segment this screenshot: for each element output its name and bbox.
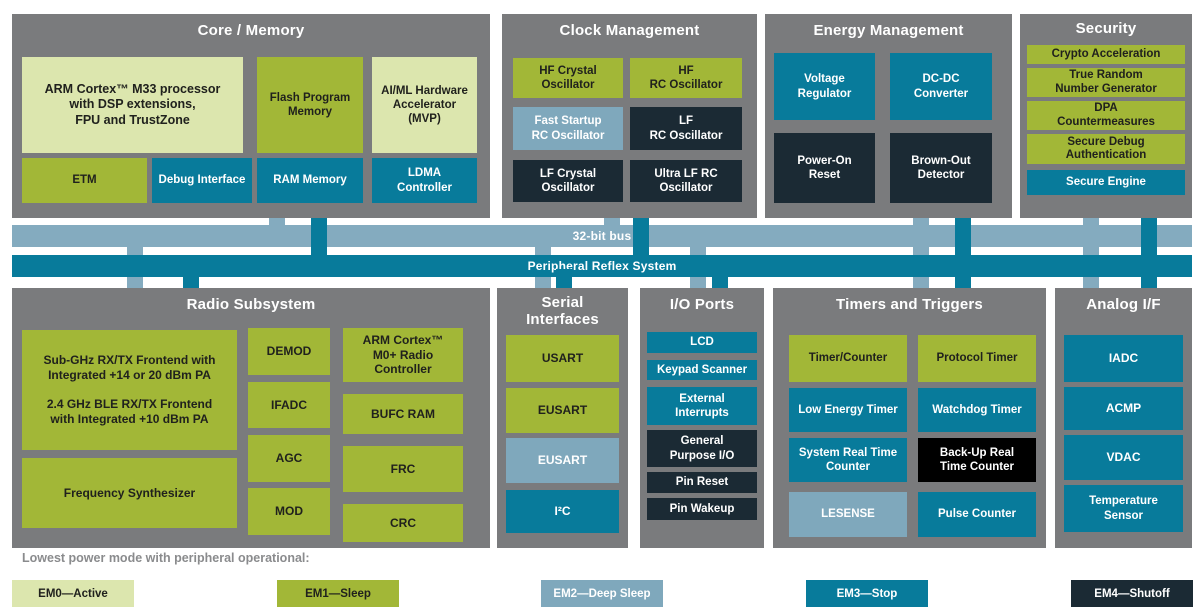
block-temperature-sensor: Temperature Sensor	[1064, 485, 1183, 532]
block-lf-crystal-oscillator: LF Crystal Oscillator	[513, 160, 623, 202]
block-vdac: VDAC	[1064, 435, 1183, 480]
block-external-interrupts: External Interrupts	[647, 387, 757, 425]
block-power-on-reset: Power-On Reset	[774, 133, 875, 203]
block-frequency-synthesizer: Frequency Synthesizer	[22, 458, 237, 528]
block-ai-ml-accelerator: AI/ML Hardware Accelerator (MVP)	[372, 57, 477, 153]
legend-item-em2: EM2—Deep Sleep	[541, 580, 663, 607]
block-lcd: LCD	[647, 332, 757, 353]
section-title-core-memory: Core / Memory	[197, 22, 305, 39]
section-clock-management: Clock Management HF Crystal Oscillator H…	[502, 14, 757, 218]
block-mod: MOD	[248, 488, 330, 535]
bus-connector	[633, 214, 649, 261]
block-bufc-ram: BUFC RAM	[343, 394, 463, 434]
section-title-radio-subsystem: Radio Subsystem	[186, 296, 316, 313]
section-title-energy-management: Energy Management	[813, 22, 964, 39]
section-serial-interfaces: Serial Interfaces USART EUSART EUSART I²…	[497, 288, 628, 548]
block-backup-rtc: Back-Up Real Time Counter	[918, 438, 1036, 482]
block-watchdog-timer: Watchdog Timer	[918, 388, 1036, 432]
section-energy-management: Energy Management Voltage Regulator DC-D…	[765, 14, 1012, 218]
block-usart: USART	[506, 335, 619, 382]
bus-connector	[1141, 214, 1157, 292]
block-timer-counter: Timer/Counter	[789, 335, 907, 382]
section-title-analog-if: Analog I/F	[1086, 296, 1161, 313]
bus-connector	[955, 214, 971, 292]
section-radio-subsystem: Radio Subsystem Sub-GHz RX/TX Frontend w…	[12, 288, 490, 548]
block-secure-debug-authentication: Secure Debug Authentication	[1027, 134, 1185, 164]
block-keypad-scanner: Keypad Scanner	[647, 360, 757, 380]
block-protocol-timer: Protocol Timer	[918, 335, 1036, 382]
bus-32bit-label: 32-bit bus	[572, 229, 632, 243]
block-lf-rc-oscillator: LF RC Oscillator	[630, 107, 742, 150]
block-pin-reset: Pin Reset	[647, 472, 757, 493]
bus-connector	[311, 214, 327, 261]
block-ifadc: IFADC	[248, 382, 330, 428]
section-title-serial-interfaces: Serial Interfaces	[526, 294, 599, 329]
block-low-energy-timer: Low Energy Timer	[789, 388, 907, 432]
block-fast-startup-rc-oscillator: Fast Startup RC Oscillator	[513, 107, 623, 150]
block-rf-frontend: Sub-GHz RX/TX Frontend with Integrated +…	[22, 330, 237, 450]
section-title-timers-triggers: Timers and Triggers	[836, 296, 983, 313]
block-dpa-countermeasures: DPA Countermeasures	[1027, 101, 1185, 130]
bus-prs-label: Peripheral Reflex System	[527, 259, 677, 273]
block-agc: AGC	[248, 435, 330, 482]
block-voltage-regulator: Voltage Regulator	[774, 53, 875, 120]
section-analog-if: Analog I/F IADC ACMP VDAC Temperature Se…	[1055, 288, 1192, 548]
bus-32bit: 32-bit bus	[12, 225, 1192, 247]
block-iadc: IADC	[1064, 335, 1183, 382]
block-lesense: LESENSE	[789, 492, 907, 537]
block-ultra-lf-rc-oscillator: Ultra LF RC Oscillator	[630, 160, 742, 202]
block-system-rtc: System Real Time Counter	[789, 438, 907, 482]
bus-connector	[556, 269, 572, 292]
block-true-random-number-generator: True Random Number Generator	[1027, 68, 1185, 97]
block-demod: DEMOD	[248, 328, 330, 375]
block-etm: ETM	[22, 158, 147, 203]
section-title-security: Security	[1075, 20, 1137, 37]
section-core-memory: Core / Memory ARM Cortex™ M33 processor …	[12, 14, 490, 218]
block-debug-interface: Debug Interface	[152, 158, 252, 203]
section-title-clock-management: Clock Management	[559, 22, 700, 39]
block-crc: CRC	[343, 504, 463, 542]
block-i2c: I²C	[506, 490, 619, 533]
block-crypto-acceleration: Crypto Acceleration	[1027, 45, 1185, 64]
block-frc: FRC	[343, 446, 463, 492]
legend-item-em0: EM0—Active	[12, 580, 134, 607]
legend-item-em1: EM1—Sleep	[277, 580, 399, 607]
block-arm-cortex-m0-radio-controller: ARM Cortex™ M0+ Radio Controller	[343, 328, 463, 382]
block-brown-out-detector: Brown-Out Detector	[890, 133, 992, 203]
section-title-io-ports: I/O Ports	[669, 296, 735, 313]
legend-item-em3: EM3—Stop	[806, 580, 928, 607]
section-io-ports: I/O Ports LCD Keypad Scanner External In…	[640, 288, 764, 548]
legend-caption: Lowest power mode with peripheral operat…	[22, 551, 310, 565]
section-timers-triggers: Timers and Triggers Timer/Counter Protoc…	[773, 288, 1046, 548]
block-pin-wakeup: Pin Wakeup	[647, 498, 757, 520]
block-ram-memory: RAM Memory	[257, 158, 363, 203]
section-security: Security Crypto Acceleration True Random…	[1020, 14, 1192, 218]
block-arm-cortex-m33: ARM Cortex™ M33 processor with DSP exten…	[22, 57, 243, 153]
block-hf-rc-oscillator: HF RC Oscillator	[630, 58, 742, 98]
block-hf-crystal-oscillator: HF Crystal Oscillator	[513, 58, 623, 98]
block-eusart-2: EUSART	[506, 438, 619, 483]
bus-connector	[712, 269, 728, 292]
bus-connector	[183, 269, 199, 292]
block-dcdc-converter: DC-DC Converter	[890, 53, 992, 120]
block-pulse-counter: Pulse Counter	[918, 492, 1036, 537]
block-acmp: ACMP	[1064, 387, 1183, 430]
bus-peripheral-reflex-system: Peripheral Reflex System	[12, 255, 1192, 277]
block-eusart-1: EUSART	[506, 388, 619, 433]
block-secure-engine: Secure Engine	[1027, 170, 1185, 195]
block-ldma-controller: LDMA Controller	[372, 158, 477, 203]
block-flash-program-memory: Flash Program Memory	[257, 57, 363, 153]
block-general-purpose-io: General Purpose I/O	[647, 430, 757, 467]
legend-item-em4: EM4—Shutoff	[1071, 580, 1193, 607]
